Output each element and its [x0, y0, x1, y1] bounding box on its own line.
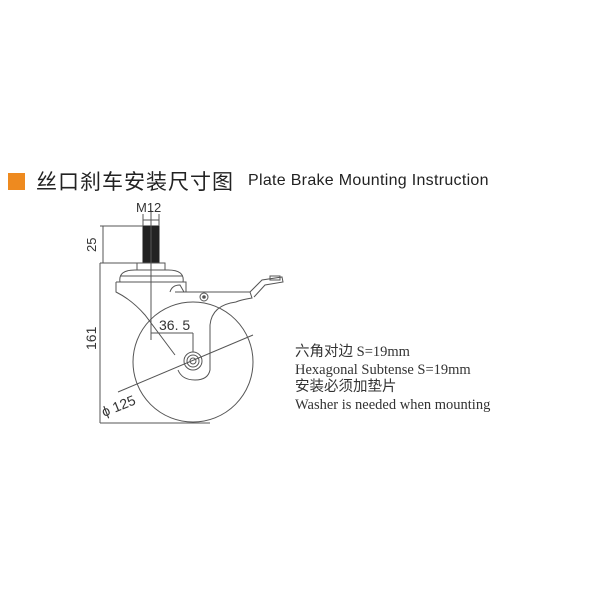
note-hex-en: Hexagonal Subtense S=19mm: [295, 361, 471, 378]
heading-title-cn: 丝口刹车安装尺寸图: [36, 170, 234, 194]
wheel-diameter-label: ϕ 125: [99, 392, 138, 420]
note-washer-cn: 安装必须加垫片: [295, 379, 397, 395]
wheel-outline: [132, 301, 254, 423]
note-hex-cn: 六角对边 S=19mm: [295, 344, 410, 360]
note-washer-en: Washer is needed when mounting: [295, 396, 491, 413]
stem-length-label: 25: [84, 238, 99, 252]
section-heading: 丝口刹车安装尺寸图 Plate Brake Mounting Instructi…: [8, 168, 489, 194]
mounting-notes: 六角对边 S=19mm Hexagonal Subtense S=19mm 安装…: [295, 344, 490, 414]
total-height-label: 161: [83, 326, 99, 350]
thread-size-label: M12: [136, 200, 161, 215]
offset-label: 36. 5: [159, 317, 190, 333]
orange-square-bullet-icon: [8, 172, 25, 190]
heading-title-en: Plate Brake Mounting Instruction: [248, 172, 489, 189]
